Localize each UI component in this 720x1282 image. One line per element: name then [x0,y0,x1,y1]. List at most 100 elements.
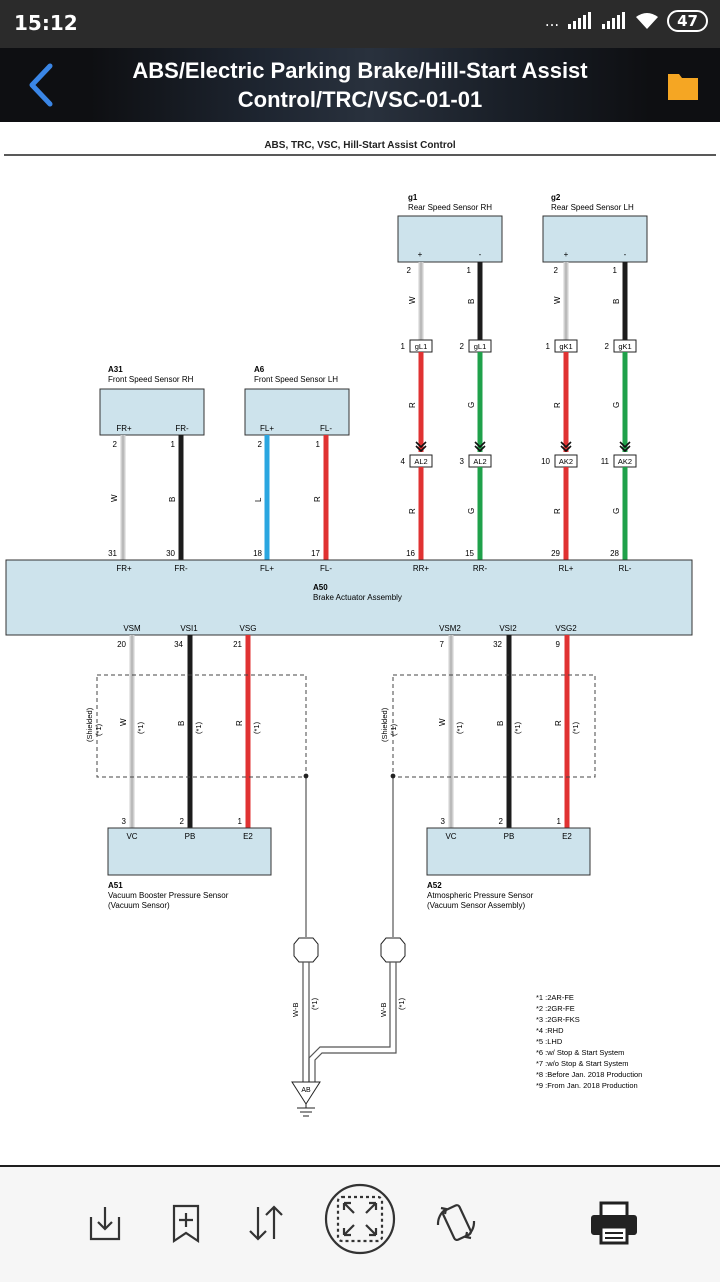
a52-note-right: (*1) [571,721,580,734]
a52-pin: E2 [562,832,572,841]
fullscreen-button[interactable] [324,1183,396,1255]
status-time: 15:12 [14,11,78,35]
ak2-wire-left: R [553,508,562,514]
g1-wire-left: W [408,296,417,304]
g2-num-left: 2 [554,266,559,275]
ground-triangle [291,1081,321,1105]
a6-wire-right: R [313,496,322,502]
a50-top-pin: FL- [320,564,332,573]
gl1-pin-left: 1 [401,342,406,351]
a52-pin: PB [504,832,515,841]
a52-box [426,827,591,876]
a52-note-left: (*1) [455,721,464,734]
a51-pin: PB [185,832,196,841]
g2-box [542,215,648,263]
a51-sub: (Vacuum Sensor) [108,901,170,910]
a50-top-pin: FR+ [116,564,132,573]
al2-pin-left: 4 [401,457,406,466]
a6-box [244,388,350,436]
folder-icon[interactable] [666,68,700,102]
a50-bottom-pin: VSM2 [439,624,461,633]
gk1-wire-right: G [612,402,621,408]
a52-num: 3 [441,817,446,826]
back-arrow-icon[interactable] [22,60,62,110]
a50-bottom-pin: VSI1 [180,624,198,633]
a50-top-pin: FR- [174,564,188,573]
a50-name: Brake Actuator Assembly [313,593,402,602]
a50-top-num: 28 [610,549,619,558]
battery-icon: 47 [667,10,708,32]
title-bar: ABS/Electric Parking Brake/Hill-Start As… [0,48,720,122]
a51-note-mid: (*1) [194,721,203,734]
a50-bottom-pin: VSM [123,624,141,633]
a52-drain-connector [380,937,406,963]
gl1-wire-right: G [467,402,476,408]
a51-wire-left: W [119,718,128,726]
a50-top-num: 18 [253,549,262,558]
g1-num-right: 1 [467,266,472,275]
a51-drain-junction [303,773,309,779]
a31-num-left: 2 [113,440,118,449]
a6-wire-left: L [254,497,263,502]
a52-num: 2 [499,817,504,826]
gk1-label-left: gK1 [559,342,572,351]
rotate-icon [436,1204,476,1241]
footnote: *8 :Before Jan. 2018 Production [536,1070,642,1079]
bookmark-button[interactable] [160,1197,212,1249]
gk1-pin-left: 1 [546,342,551,351]
g2-wire-right: B [612,299,621,304]
a31-pin-right: FR- [175,424,189,433]
ground-wire-right [308,962,397,1082]
a52-name: Atmospheric Pressure Sensor [427,891,534,900]
g2-ref: g2 [551,193,561,202]
ground-symbol-icon [297,1104,315,1117]
a51-num: 2 [180,817,185,826]
ground-wire-label-right: W-B [379,1003,388,1017]
a51-note-left: (*1) [136,721,145,734]
title-background [90,48,650,122]
a50-box [5,559,693,636]
bottom-toolbar [0,1165,720,1282]
a50-top-pin: FL+ [260,564,274,573]
al2-label-left: AL2 [414,457,427,466]
a6-name: Front Speed Sensor LH [254,375,338,384]
signal-dots: ... [544,12,560,30]
a51-name: Vacuum Booster Pressure Sensor [108,891,229,900]
diagram-area: ABS, TRC, VSC, Hill-Start Assist Control… [0,122,720,1165]
a6-num-left: 2 [258,440,263,449]
footnote: *9 :From Jan. 2018 Production [536,1081,638,1090]
gk1-pin-right: 2 [605,342,610,351]
sort-button[interactable] [240,1197,292,1249]
a52-wire-mid: B [496,721,505,726]
ground-note-right: (*1) [397,997,406,1010]
a51-box [107,827,272,876]
a52-note-mid: (*1) [513,721,522,734]
a51-num: 1 [238,817,243,826]
a52-drain-junction [390,773,396,779]
a51-drain-connector [293,937,319,963]
print-button[interactable] [588,1197,640,1249]
ak2-pin-right: 11 [601,457,610,466]
rotate-button[interactable] [430,1197,482,1249]
a51-ref: A51 [108,881,123,890]
signal-icon [568,12,592,29]
a50-bottom-num: 21 [233,640,242,649]
al2-pin-right: 3 [460,457,465,466]
gk1-label-right: gK1 [618,342,631,351]
a52-shielded-label: (Shielded) [380,707,389,742]
a50-top-pin: RR- [473,564,488,573]
download-button[interactable] [79,1197,131,1249]
a50-bottom-pin: VSG [240,624,257,633]
footnote: *6 :w/ Stop & Start System [536,1048,624,1057]
a50-top-num: 15 [465,549,474,558]
a31-pin-left: FR+ [116,424,132,433]
footnote: *1 :2AR-FE [536,993,574,1002]
a50-bottom-pins: VSM VSI1 VSG VSM2 VSI2 VSG2 20 34 21 7 3… [117,624,577,649]
footnote: *5 :LHD [536,1037,563,1046]
a51-wire-mid: B [177,721,186,726]
g2-wire-left: W [553,296,562,304]
ground-wire-left [302,962,310,1082]
a51-wire-right: R [235,720,244,726]
footnote: *4 :RHD [536,1026,564,1035]
a51-pin: VC [126,832,137,841]
